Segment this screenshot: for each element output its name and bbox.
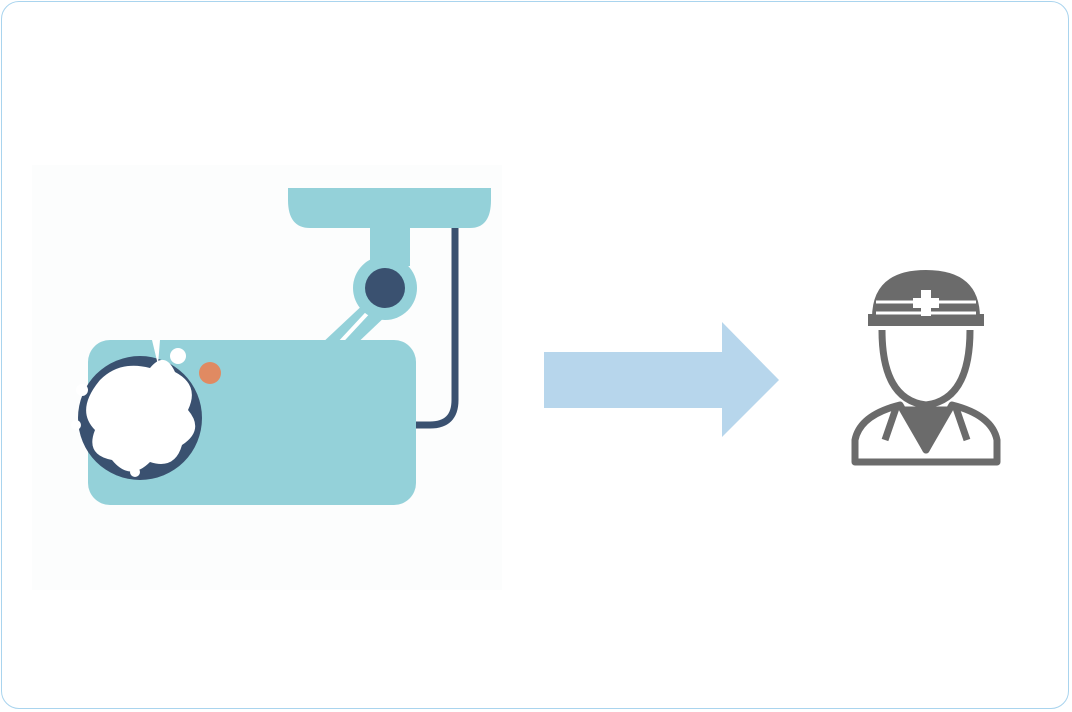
arrow-right-icon — [544, 322, 779, 437]
maintenance-worker-icon — [851, 270, 1001, 466]
broken-camera-icon — [32, 165, 502, 590]
